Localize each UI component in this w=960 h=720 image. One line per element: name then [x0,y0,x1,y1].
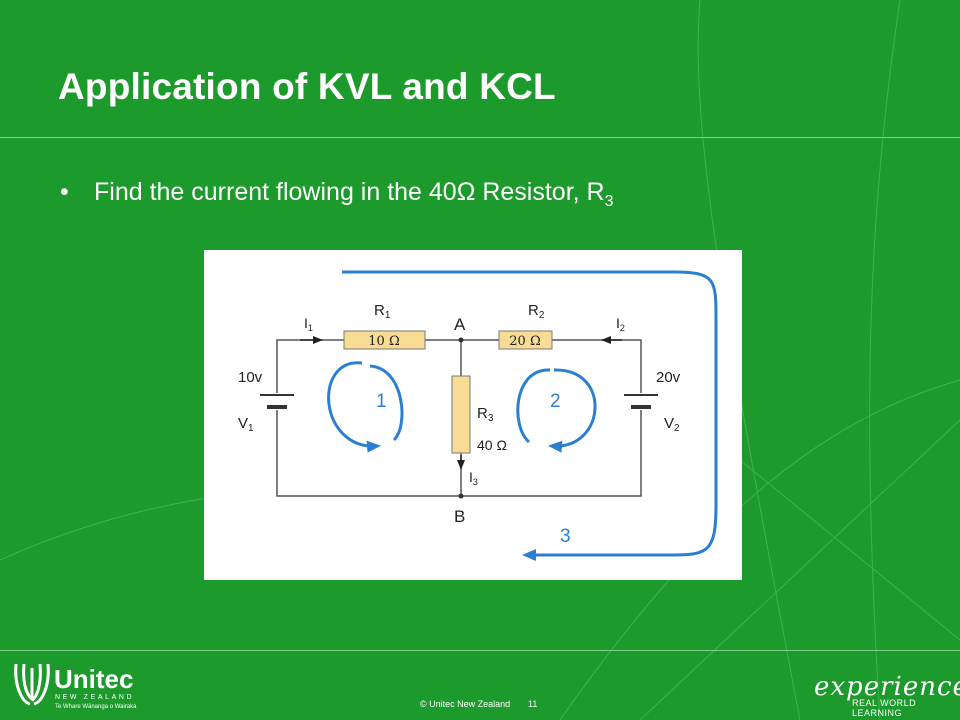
loop3-arrow [342,270,718,561]
loop2-arrow [548,368,597,453]
footer-divider [0,650,960,651]
svg-text:I3: I3 [469,469,478,487]
unitec-logo-svg: Unitec NEW ZEALAND Te Whare Wānanga o Wa… [14,663,137,710]
bullet-subscript: 3 [604,193,614,210]
v2-voltage: 20v [656,369,681,386]
bullet-text: Find the current flowing in the 40Ω Resi… [94,178,605,206]
copyright-text: © Unitec New Zealand [420,699,511,709]
slide-title: Application of KVL and KCL [58,66,556,107]
bullet-item: • Find the current flowing in the 40Ω Res… [60,178,614,211]
battery-v2-icon [624,394,658,409]
v1-label: V [238,415,248,432]
loop2-arc-left [516,368,551,444]
r2-sub: 2 [539,310,545,321]
resistor-r3 [451,375,471,454]
unitec-logo: Unitec NEW ZEALAND Te Whare Wānanga o Wa… [12,658,162,719]
page-number: 11 [528,699,538,709]
svg-text:V2: V2 [664,415,680,434]
battery-v1-icon [260,394,294,409]
loop1-arrow [327,361,381,453]
r3-label: R [477,405,488,422]
r1-value: 10 Ω [368,334,399,349]
svg-text:R1: R1 [374,302,391,321]
r3-sub: 3 [488,413,494,424]
node-b-label: B [454,507,465,526]
node-a-dot [458,337,464,343]
svg-text:I1: I1 [304,315,313,333]
i1-label: I [304,315,308,331]
svg-text:V1: V1 [238,415,254,434]
resistor-r2 [498,330,553,350]
loop1-label: 1 [376,391,387,412]
loop2-label: 2 [550,391,561,412]
r2-label: R [528,302,539,319]
r3-value: 40 Ω [477,437,507,453]
unitec-w-icon [14,663,50,706]
loop3-label: 3 [560,526,571,547]
svg-text:I2: I2 [616,315,625,333]
v2-label: V [664,415,674,432]
circuit-svg: R1 10 Ω R2 20 Ω R3 40 Ω A B I1 I2 I3 10v… [238,270,718,561]
i2-sub: 2 [620,323,625,333]
resistor-r1 [343,330,426,350]
v1-sub: 1 [248,423,254,434]
circuit-diagram: R1 10 Ω R2 20 Ω R3 40 Ω A B I1 I2 I3 10v… [204,250,742,580]
r1-sub: 1 [385,310,391,321]
svg-text:R2: R2 [528,302,545,321]
experience-tagline: REAL WORLD LEARNING [852,698,917,718]
logo-name: Unitec [54,664,133,694]
logo-tagline: Te Whare Wānanga o Wairaka [55,704,137,710]
node-a-label: A [454,315,466,334]
i3-sub: 3 [473,477,478,487]
i2-label: I [616,315,620,331]
i1-sub: 1 [308,323,313,333]
i3-label: I [469,469,473,485]
logo-country: NEW ZEALAND [55,694,134,701]
title-divider [0,137,960,138]
node-b-dot [458,493,464,499]
v2-sub: 2 [674,423,680,434]
svg-text:R3: R3 [477,405,494,424]
r1-label: R [374,302,385,319]
bullet-dot-icon: • [60,178,69,206]
loop1-arc-top [369,364,404,442]
v1-voltage: 10v [238,369,263,386]
r2-value: 20 Ω [509,334,540,349]
experience-logo: experience [814,672,960,702]
